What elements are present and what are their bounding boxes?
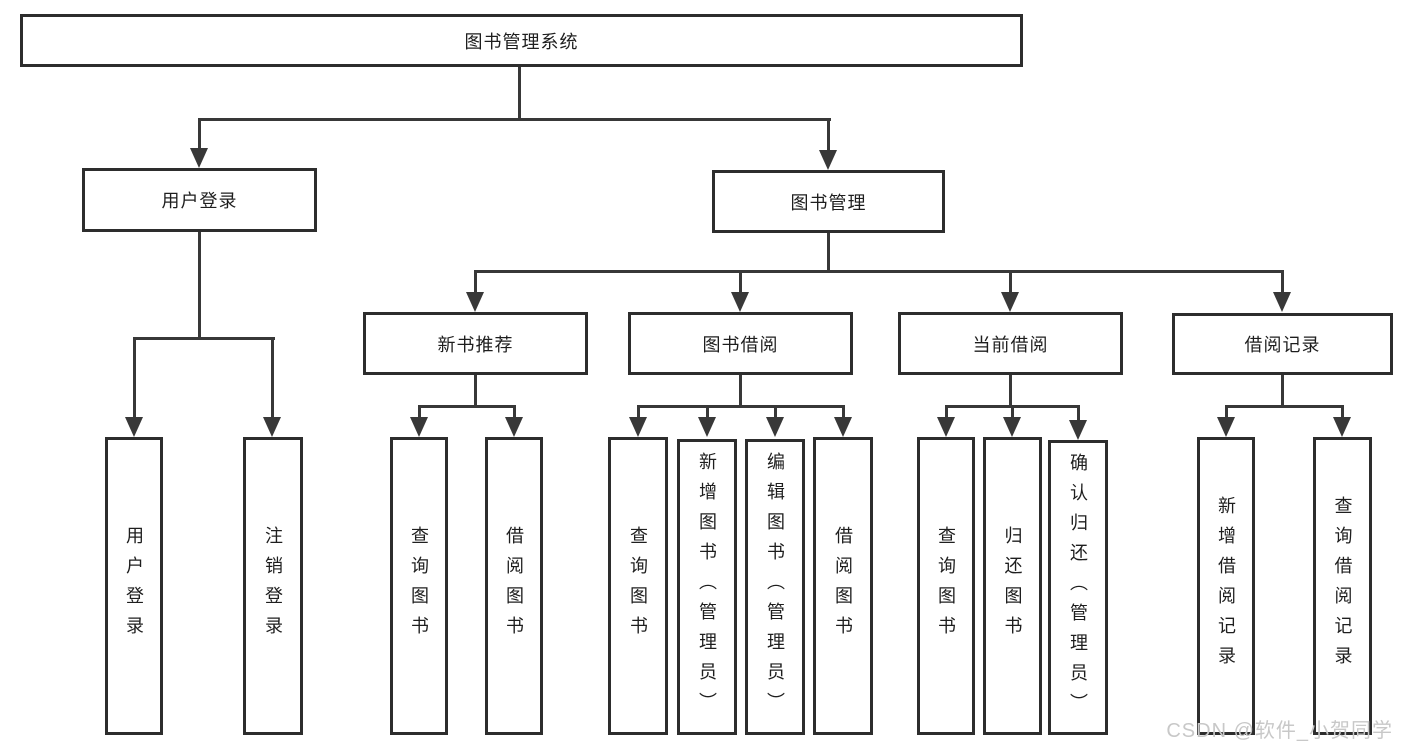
node-nb-query: 查询图书 — [390, 437, 448, 735]
arrowhead-br-add — [1217, 417, 1235, 437]
arrowhead-current-borrow — [1001, 292, 1019, 312]
connector-cb-query-stem — [945, 405, 948, 419]
node-br-add-label: 新增借阅记录 — [1216, 496, 1236, 676]
connector-bb-query-stem — [637, 405, 640, 419]
arrowhead-book-mgmt — [819, 150, 837, 170]
connector-new-book-rail — [418, 405, 516, 408]
node-cb-return: 归还图书 — [983, 437, 1042, 735]
node-new-book-rec: 新书推荐 — [363, 312, 588, 375]
arrowhead-nb-borrow — [505, 417, 523, 437]
node-ul-login: 用户登录 — [105, 437, 163, 735]
node-root-label: 图书管理系统 — [464, 31, 579, 52]
node-new-book-rec-label: 新书推荐 — [437, 334, 514, 355]
arrowhead-bb-query — [629, 417, 647, 437]
node-cb-confirm: 确认归还（管理员） — [1048, 440, 1108, 735]
connector-borrow-record-stem — [1281, 270, 1284, 294]
node-bb-query: 查询图书 — [608, 437, 668, 735]
connector-ul-login-stem — [133, 337, 136, 419]
connector-user-login-stem — [198, 118, 201, 151]
node-br-query-label: 查询借阅记录 — [1332, 496, 1353, 676]
connector-bb-edit-stem — [774, 405, 777, 419]
node-book-mgmt: 图书管理 — [712, 170, 945, 233]
arrowhead-new-book — [466, 292, 484, 312]
node-borrow-record: 借阅记录 — [1172, 313, 1393, 375]
node-nb-query-label: 查询图书 — [409, 526, 429, 646]
arrowhead-borrow-record — [1273, 292, 1291, 312]
connector-borrow-record-rail — [1225, 405, 1344, 408]
connector-book-mgmt-drop — [827, 233, 830, 273]
connector-bb-add-stem — [706, 405, 709, 419]
node-current-borrow: 当前借阅 — [898, 312, 1123, 375]
node-bb-add: 新增图书（管理员） — [677, 439, 737, 735]
node-cb-query-label: 查询图书 — [936, 526, 956, 646]
node-current-borrow-label: 当前借阅 — [972, 334, 1049, 355]
connector-cb-return-stem — [1011, 405, 1014, 419]
node-borrow-record-label: 借阅记录 — [1244, 335, 1321, 355]
connector-user-login-rail — [133, 337, 275, 340]
node-nb-borrow-label: 借阅图书 — [504, 526, 524, 646]
node-book-mgmt-label: 图书管理 — [790, 192, 867, 213]
arrowhead-book-borrow — [731, 292, 749, 312]
csdn-watermark: CSDN @软件_小贺同学 — [1166, 720, 1393, 742]
arrowhead-nb-query — [410, 417, 428, 437]
connector-user-login-drop — [198, 232, 201, 340]
node-bb-edit: 编辑图书（管理员） — [745, 439, 805, 735]
connector-borrow-record-drop — [1281, 374, 1284, 408]
connector-new-book-drop — [474, 375, 477, 408]
arrowhead-br-query — [1333, 417, 1351, 437]
node-br-add: 新增借阅记录 — [1197, 437, 1255, 735]
node-ul-logout: 注销登录 — [243, 437, 303, 735]
node-book-borrow: 图书借阅 — [628, 312, 853, 375]
connector-br-add-stem — [1225, 405, 1228, 419]
connector-level1-rail — [198, 118, 831, 121]
connector-nb-borrow-stem — [513, 405, 516, 419]
node-cb-query: 查询图书 — [917, 437, 975, 735]
connector-book-borrow-rail — [637, 405, 845, 408]
arrowhead-bb-edit — [766, 417, 784, 437]
connector-br-query-stem — [1341, 405, 1344, 419]
node-user-login-label: 用户登录 — [161, 191, 238, 211]
connector-book-mgmt-stem — [827, 118, 830, 151]
node-ul-logout-label: 注销登录 — [263, 526, 283, 646]
connector-nb-query-stem — [418, 405, 421, 419]
node-bb-edit-label: 编辑图书（管理员） — [765, 452, 785, 722]
connector-root-drop — [518, 66, 521, 121]
node-bb-add-label: 新增图书（管理员） — [697, 452, 717, 722]
connector-book-borrow-stem — [739, 270, 742, 294]
node-cb-return-label: 归还图书 — [1002, 526, 1023, 646]
connector-new-book-stem — [474, 270, 477, 294]
connector-bb-borrow-stem — [842, 405, 845, 419]
arrowhead-user-login — [190, 148, 208, 168]
node-nb-borrow: 借阅图书 — [485, 437, 543, 735]
node-cb-confirm-label: 确认归还（管理员） — [1068, 452, 1088, 723]
connector-current-borrow-stem — [1009, 270, 1012, 294]
connector-book-borrow-drop — [739, 375, 742, 408]
arrowhead-cb-query — [937, 417, 955, 437]
connector-cb-confirm-stem — [1077, 405, 1080, 421]
node-user-login: 用户登录 — [82, 168, 317, 232]
node-bb-borrow: 借阅图书 — [813, 437, 873, 735]
node-br-query: 查询借阅记录 — [1313, 437, 1372, 735]
arrowhead-ul-login — [125, 417, 143, 437]
node-bb-borrow-label: 借阅图书 — [833, 526, 853, 646]
connector-current-borrow-drop — [1009, 375, 1012, 408]
node-root: 图书管理系统 — [20, 14, 1023, 67]
arrowhead-ul-logout — [263, 417, 281, 437]
node-bb-query-label: 查询图书 — [628, 526, 648, 646]
arrowhead-bb-borrow — [834, 417, 852, 437]
node-book-borrow-label: 图书借阅 — [702, 334, 779, 355]
node-ul-login-label: 用户登录 — [124, 526, 144, 646]
arrowhead-bb-add — [698, 417, 716, 437]
connector-level2-rail — [474, 270, 1284, 273]
arrowhead-cb-confirm — [1069, 420, 1087, 440]
connector-ul-logout-stem — [271, 337, 274, 419]
arrowhead-cb-return — [1003, 417, 1021, 437]
